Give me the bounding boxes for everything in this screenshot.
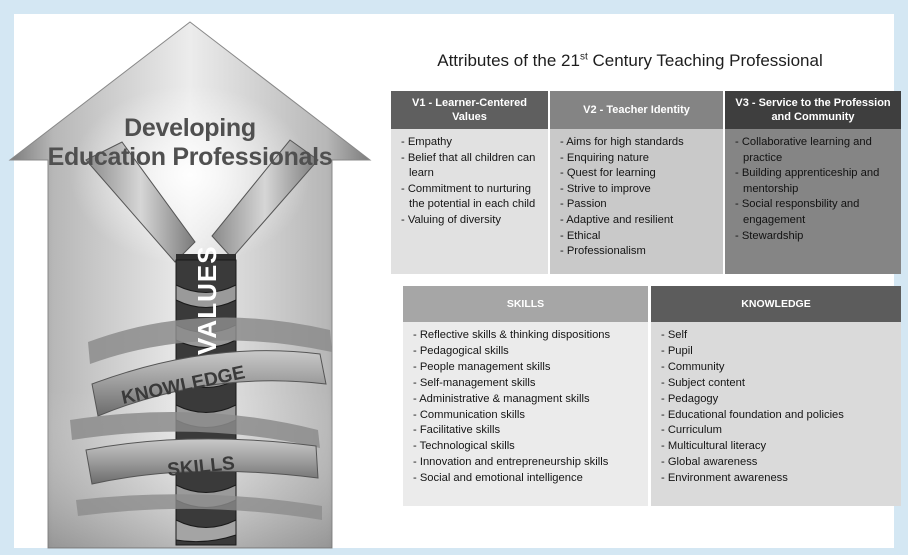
- value-list: Empathy Belief that all children can lea…: [391, 129, 548, 229]
- spiral-band-mid: [70, 412, 320, 448]
- knowledge-heading: KNOWLEDGE: [651, 286, 901, 322]
- list-item: Environment awareness: [661, 471, 895, 487]
- list-item: Curriculum: [661, 423, 895, 439]
- list-item: Stewardship: [735, 229, 895, 245]
- list-item: Commitment to nurturing the potential in…: [401, 182, 542, 213]
- list-item: Passion: [560, 197, 717, 213]
- list-item: Empathy: [401, 135, 542, 151]
- list-item: Ethical: [560, 229, 717, 245]
- list-item: Belief that all children can learn: [401, 151, 542, 182]
- list-item: Self: [661, 328, 895, 344]
- value-box-heading: V1 - Learner-Centered Values: [391, 91, 548, 129]
- list-item: Technological skills: [413, 439, 642, 455]
- list-item: Innovation and entrepreneurship skills: [413, 455, 642, 471]
- knowledge-list: Self Pupil Community Subject content Ped…: [651, 322, 901, 487]
- value-list: Collaborative learning and practice Buil…: [725, 129, 901, 244]
- list-item: Collaborative learning and practice: [735, 135, 895, 166]
- list-item: Communication skills: [413, 408, 642, 424]
- skills-band: [85, 438, 319, 485]
- list-item: Reflective skills & thinking disposition…: [413, 328, 642, 344]
- list-item: Self-management skills: [413, 376, 642, 392]
- skills-box: SKILLS Reflective skills & thinking disp…: [403, 286, 648, 506]
- value-box-v1: V1 - Learner-Centered Values Empathy Bel…: [391, 91, 548, 274]
- spiral-band-bottom: [76, 494, 322, 520]
- arrow-title-line2: Education Professionals: [47, 143, 333, 171]
- knowledge-box: KNOWLEDGE Self Pupil Community Subject c…: [651, 286, 901, 506]
- list-item: Subject content: [661, 376, 895, 392]
- list-item: People management skills: [413, 360, 642, 376]
- list-item: Pedagogical skills: [413, 344, 642, 360]
- list-item: Administrative & managment skills: [413, 392, 642, 408]
- list-item: Strive to improve: [560, 182, 717, 198]
- skills-list: Reflective skills & thinking disposition…: [403, 322, 648, 487]
- arrow-title-line1: Developing: [124, 114, 256, 142]
- title-superscript: st: [579, 51, 588, 63]
- values-label: VALUES: [192, 245, 222, 355]
- list-item: Building apprenticeship and mentorship: [735, 166, 895, 197]
- ribbon-right: [211, 139, 319, 259]
- ribbon-left: [85, 141, 196, 263]
- list-item: Professionalism: [560, 244, 717, 260]
- list-item: Quest for learning: [560, 166, 717, 182]
- list-item: Social and emotional intelligence: [413, 471, 642, 487]
- title-suffix: Century Teaching Professional: [587, 51, 823, 70]
- list-item: Educational foundation and policies: [661, 408, 895, 424]
- skills-heading: SKILLS: [403, 286, 648, 322]
- value-box-heading: V3 - Service to the Profession and Commu…: [725, 91, 901, 129]
- list-item: Pupil: [661, 344, 895, 360]
- page-title: Attributes of the 21st Century Teaching …: [390, 51, 870, 71]
- value-box-v3: V3 - Service to the Profession and Commu…: [725, 91, 901, 274]
- spiral-band-top: [88, 317, 332, 364]
- list-item: Social responsbility and engagement: [735, 197, 895, 228]
- list-item: Aims for high standards: [560, 135, 717, 151]
- list-item: Facilitative skills: [413, 423, 642, 439]
- list-item: Pedagogy: [661, 392, 895, 408]
- list-item: Multicultural literacy: [661, 439, 895, 455]
- list-item: Global awareness: [661, 455, 895, 471]
- value-box-heading: V2 - Teacher Identity: [550, 91, 723, 129]
- knowledge-band: [91, 350, 327, 417]
- value-box-v2: V2 - Teacher Identity Aims for high stan…: [550, 91, 723, 274]
- value-list: Aims for high standards Enquiring nature…: [550, 129, 723, 260]
- list-item: Valuing of diversity: [401, 213, 542, 229]
- list-item: Adaptive and resilient: [560, 213, 717, 229]
- list-item: Enquiring nature: [560, 151, 717, 167]
- list-item: Community: [661, 360, 895, 376]
- title-prefix: Attributes of the 21: [437, 51, 580, 70]
